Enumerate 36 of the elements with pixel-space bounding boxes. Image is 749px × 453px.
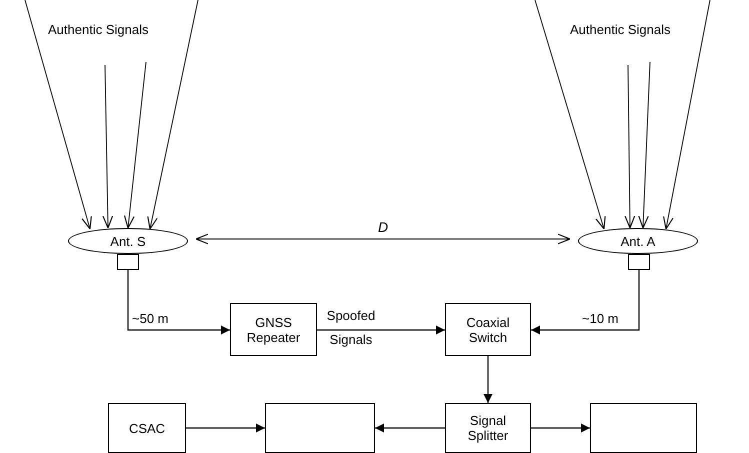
node-label: GNSS Repeater bbox=[246, 314, 302, 344]
process-box bbox=[108, 403, 186, 453]
node-label: CSAC bbox=[128, 420, 166, 436]
edge-label: ~10 m bbox=[582, 311, 618, 326]
arrow bbox=[186, 424, 265, 432]
connector-box bbox=[628, 254, 650, 270]
arrow bbox=[375, 424, 445, 432]
node-label: Ant. S bbox=[109, 234, 147, 248]
signal-arrow bbox=[638, 62, 650, 229]
signal-arrow bbox=[663, 0, 710, 230]
signal-arrow bbox=[534, 0, 606, 230]
process-box bbox=[230, 303, 317, 356]
process-box bbox=[445, 403, 531, 453]
node-label: Coaxial Switch bbox=[465, 314, 511, 344]
connector-box bbox=[117, 254, 139, 270]
signal-arrow bbox=[124, 62, 146, 229]
signal-arrow bbox=[147, 0, 198, 230]
arrow bbox=[531, 424, 590, 432]
arrow bbox=[531, 270, 640, 334]
process-box bbox=[265, 403, 375, 453]
distance-label: D bbox=[378, 220, 388, 235]
arrow bbox=[317, 326, 445, 334]
edge-label: Spoofed Signals bbox=[326, 307, 376, 349]
signal-label: Authentic Signals bbox=[48, 22, 148, 37]
signal-arrow bbox=[102, 64, 114, 229]
signal-arrow bbox=[195, 234, 571, 244]
process-box bbox=[590, 403, 697, 453]
signal-label: Authentic Signals bbox=[570, 22, 670, 37]
arrow bbox=[484, 356, 492, 403]
process-box bbox=[445, 303, 531, 356]
edge-label: ~50 m bbox=[132, 311, 168, 326]
arrow bbox=[127, 270, 230, 334]
signal-arrow bbox=[24, 0, 92, 230]
node-label: Signal Splitter bbox=[466, 413, 510, 443]
signal-arrow bbox=[624, 64, 636, 229]
node-label: Ant. A bbox=[620, 234, 656, 248]
